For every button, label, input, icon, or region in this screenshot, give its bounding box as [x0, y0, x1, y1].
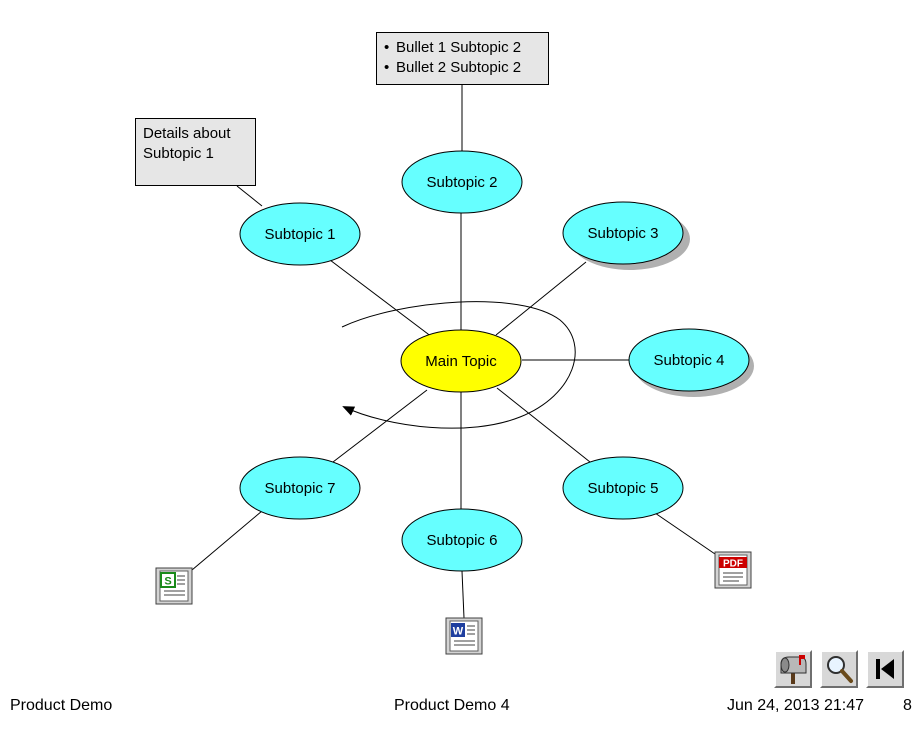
subtopic-label: Subtopic 4: [654, 352, 725, 369]
note-line: Details about: [143, 125, 231, 142]
subtopic-node-2[interactable]: Subtopic 2: [401, 150, 523, 214]
note-line: Subtopic 1: [143, 145, 214, 162]
subtopic-label: Subtopic 2: [427, 174, 498, 191]
rotation-arrow: [341, 301, 576, 429]
connector-main-subtopic1: [329, 259, 433, 338]
note-subtopic-1[interactable]: Details about Subtopic 1: [135, 118, 256, 186]
mailbox-icon: [780, 655, 807, 684]
connector-lines: [191, 84, 716, 619]
zoom-button[interactable]: [820, 650, 858, 688]
subtopic-label: Subtopic 1: [265, 226, 336, 243]
main-topic-ellipse: [400, 329, 522, 393]
connector-main-subtopic5: [496, 387, 591, 463]
svg-text:W: W: [453, 626, 464, 638]
connector-subtopic6-attachment: [461, 570, 465, 619]
note-bullet-item: Bullet 1 Subtopic 2: [384, 38, 541, 58]
subtopic-ellipse: [401, 508, 523, 572]
main-topic-label: Main Topic: [425, 353, 497, 370]
subtopic-node-6[interactable]: Subtopic 6: [401, 508, 523, 572]
mailbox-button[interactable]: [774, 650, 812, 688]
connector-subtopic1-note: [236, 185, 263, 207]
spreadsheet-icon[interactable]: S: [155, 567, 193, 605]
svg-text:S: S: [164, 576, 171, 588]
magnifier-icon: [827, 656, 853, 683]
subtopic-label: Subtopic 6: [427, 532, 498, 549]
svg-text:PDF: PDF: [723, 559, 743, 570]
subtopic-ellipse: [239, 202, 361, 266]
subtopic-node-5[interactable]: Subtopic 5: [562, 456, 684, 520]
subtopic-node-3[interactable]: Subtopic 3: [562, 201, 684, 265]
subtopic-ellipse: [562, 456, 684, 520]
connector-subtopic7-attachment: [191, 510, 263, 571]
connector-subtopic5-attachment: [654, 512, 716, 555]
subtopic-node-1[interactable]: Subtopic 1: [239, 202, 361, 266]
footer-left-title: Product Demo: [10, 697, 113, 714]
connector-main-subtopic7: [332, 389, 428, 463]
subtopic-ellipse: [562, 201, 684, 265]
connector-main-subtopic3: [495, 261, 587, 336]
footer-date: Jun 24, 2013 21:47: [727, 697, 865, 714]
pdf-icon[interactable]: PDF: [714, 551, 752, 589]
footer-page-number: 8: [903, 697, 912, 714]
note-subtopic-2[interactable]: Bullet 1 Subtopic 2 Bullet 2 Subtopic 2: [376, 32, 549, 85]
main-topic-node[interactable]: Main Topic: [400, 329, 522, 393]
first-page-button[interactable]: [866, 650, 904, 688]
subtopic-ellipse: [628, 328, 750, 392]
note-bullet-item: Bullet 2 Subtopic 2: [384, 58, 541, 78]
skip-to-first-icon: [876, 659, 894, 679]
word-document-icon[interactable]: W: [445, 617, 483, 655]
subtopic-label: Subtopic 3: [588, 225, 659, 242]
subtopic-ellipse: [401, 150, 523, 214]
subtopic-label: Subtopic 7: [265, 480, 336, 497]
subtopic-node-7[interactable]: Subtopic 7: [239, 456, 361, 520]
footer-center-title: Product Demo 4: [394, 697, 510, 714]
subtopic-node-4[interactable]: Subtopic 4: [628, 328, 750, 392]
subtopic-label: Subtopic 5: [588, 480, 659, 497]
note-bullet-list: Bullet 1 Subtopic 2 Bullet 2 Subtopic 2: [384, 38, 541, 78]
subtopic-ellipse: [239, 456, 361, 520]
